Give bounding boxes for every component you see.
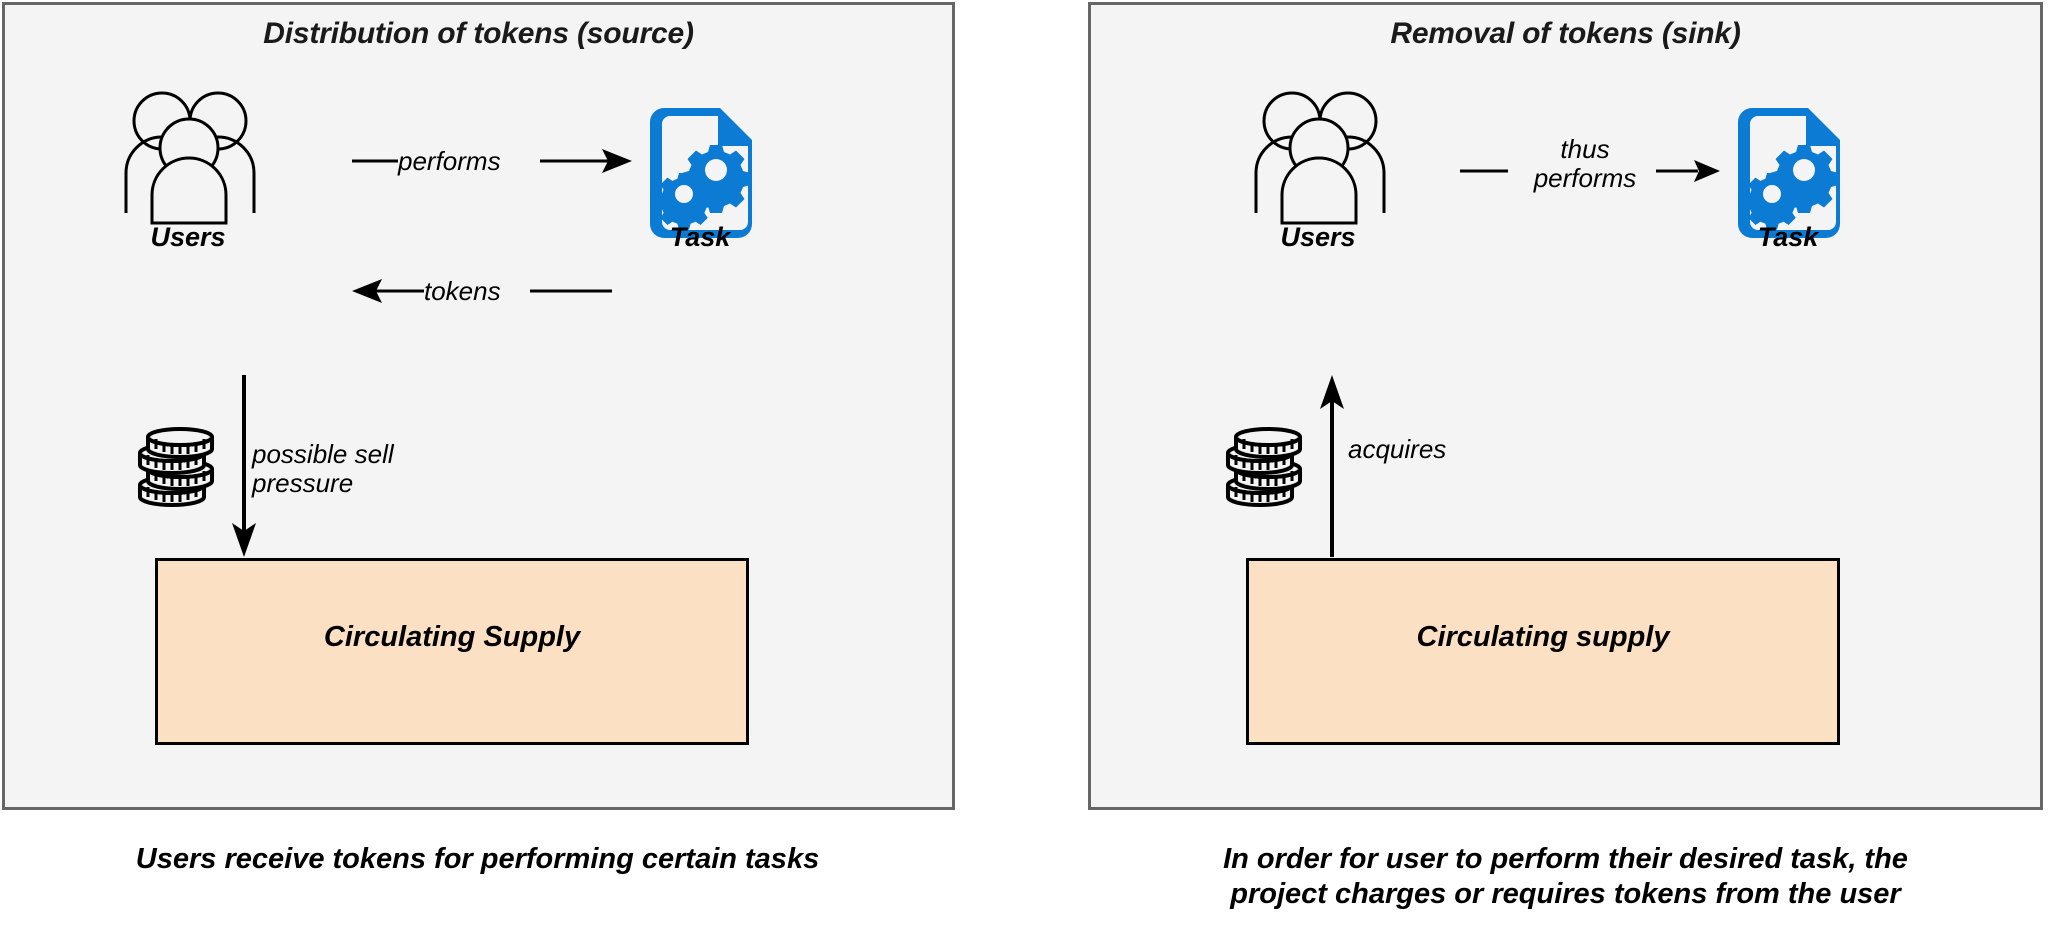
panel-title-source: Distribution of tokens (source) (263, 17, 694, 50)
edge-thus-performs-arrow (1460, 150, 1720, 192)
coin-stack-icon (1222, 421, 1316, 507)
users-icon (118, 85, 258, 225)
caption-sink-line1: In order for user to perform their desir… (1223, 843, 1908, 875)
task-label-sink: Task (1757, 222, 1819, 252)
task-document-gears-icon (640, 108, 762, 238)
users-label-source: Users (150, 222, 226, 252)
coin-stack-icon (134, 421, 228, 507)
edge-sell-pressure-line2: pressure (252, 468, 354, 499)
edge-acquires-label: acquires (1348, 434, 1447, 464)
caption-sink-line2: project charges or requires tokens from … (1230, 877, 1901, 910)
circulating-supply-label-source: Circulating Supply (323, 621, 581, 653)
circulating-supply-box-source[interactable]: Circulating Supply (155, 558, 749, 745)
edge-sell-pressure-arrow (224, 375, 264, 557)
edge-performs-label: performs (398, 146, 501, 176)
panel-title-sink: Removal of tokens (sink) (1390, 17, 1741, 50)
edge-performs-arrow (352, 140, 632, 182)
edge-thus-line1: thus (1560, 134, 1610, 164)
edge-tokens-label: tokens (424, 276, 501, 306)
caption-sink: In order for user to perform their desir… (1088, 842, 2043, 912)
edge-sell-pressure-line1: possible sell (252, 439, 394, 469)
edge-thus-performs-label: thus performs (1515, 134, 1655, 194)
edge-tokens-arrow (352, 270, 612, 312)
users-icon (1248, 85, 1388, 225)
edge-thus-line2: performs (1533, 163, 1637, 194)
circulating-supply-box-sink[interactable]: Circulating supply (1246, 558, 1840, 745)
edge-acquires-arrow (1312, 375, 1352, 557)
task-label-source: Task (669, 222, 731, 252)
users-label-sink: Users (1280, 222, 1356, 252)
edge-sell-pressure-label: possible sell pressure (252, 439, 394, 499)
circulating-supply-label-sink: Circulating supply (1416, 621, 1670, 653)
caption-source: Users receive tokens for performing cert… (135, 843, 820, 875)
task-document-gears-icon (1728, 108, 1850, 238)
